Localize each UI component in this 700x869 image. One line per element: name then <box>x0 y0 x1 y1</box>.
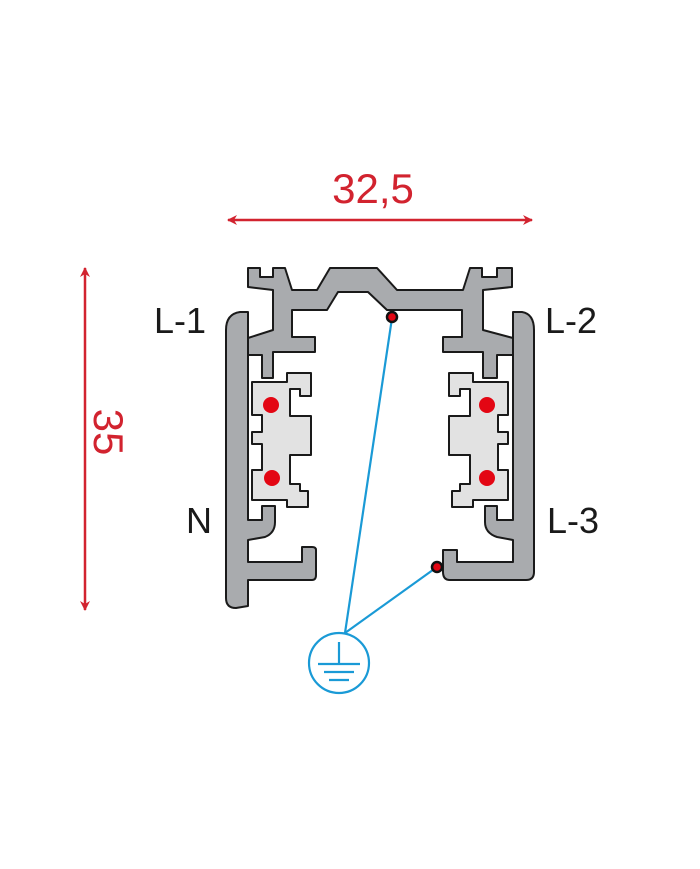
conductor-l2 <box>479 397 495 413</box>
conductor-l3 <box>479 470 495 486</box>
insulator-left <box>251 372 312 508</box>
profile-top-body <box>247 267 514 379</box>
conductor-neutral <box>264 470 280 486</box>
label-neutral: N <box>186 500 212 541</box>
label-l3: L-3 <box>547 500 599 541</box>
profile-left-wall <box>225 311 317 609</box>
width-dimension-label: 32,5 <box>332 165 414 212</box>
earth-ground-icon <box>307 631 371 695</box>
earth-wire-bottom <box>344 566 438 634</box>
label-l1: L-1 <box>154 300 206 341</box>
earth-contact-top <box>385 310 399 324</box>
track-profile <box>225 267 535 609</box>
earth-contact-bottom <box>430 560 444 574</box>
earth-wire-top <box>343 317 394 634</box>
conductor-l1 <box>263 397 279 413</box>
insulator-right <box>448 372 509 508</box>
profile-right-wall <box>442 311 535 581</box>
earth-wiring <box>307 310 444 695</box>
height-dimension-label: 35 <box>85 409 132 456</box>
label-l2: L-2 <box>545 300 597 341</box>
